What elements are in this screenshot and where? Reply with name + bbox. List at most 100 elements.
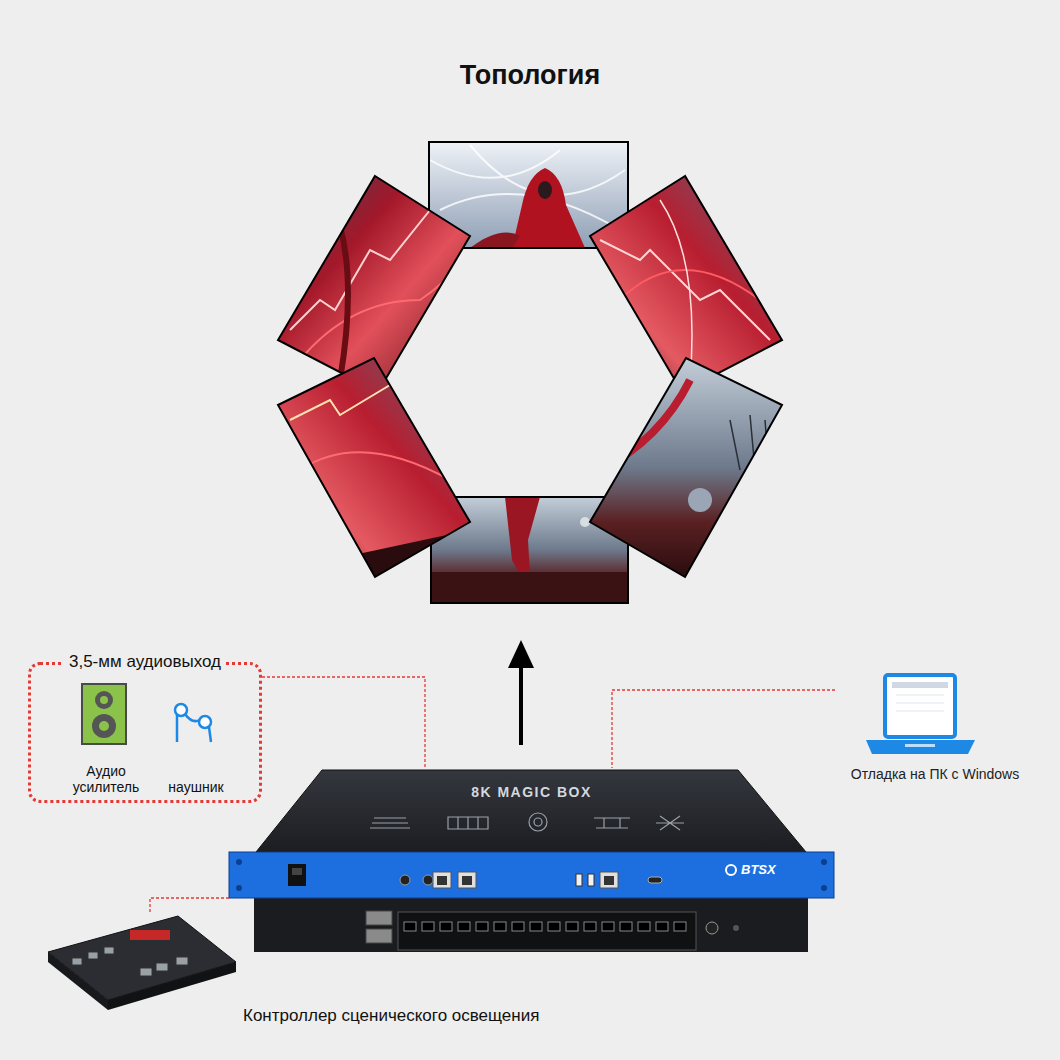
controller-port [156,963,168,971]
rj45-port [458,872,476,888]
rj45-port [600,872,618,888]
usb-port [588,874,594,886]
hdmi-port [440,922,452,931]
controller-port [88,952,98,959]
controller-front [108,962,236,1010]
controller-port [72,958,82,965]
top-icon [594,818,630,828]
tweeter-center [100,696,108,704]
laptop-screen [885,675,955,737]
arrow-shaft [519,664,523,745]
diagram-title: Топология [0,60,1060,91]
keyboard [905,744,935,747]
laptop-base [866,740,975,754]
screen-art [600,200,770,380]
rack-hole [821,885,827,891]
rack-hole [821,859,827,865]
figure-legs [505,497,540,575]
top-icons [370,813,684,831]
hdmi-port [602,922,614,931]
front-panel [229,852,834,898]
screen-art [600,380,768,512]
brand-logo-text: BTSX [741,862,776,877]
dashed-cable [612,690,835,768]
ground [431,572,628,603]
ui-line [896,711,944,712]
moon [580,517,590,527]
ui-line [896,695,944,696]
dc-jack [706,922,718,934]
switch-rocker [292,868,302,875]
item-label: Аудио усилитель [66,763,146,795]
screen-art [290,380,470,580]
speaker-body [82,684,126,744]
audio-jack [400,875,410,885]
audio-jack [423,875,433,885]
item-label: наушник [156,779,236,795]
earphone-icon [175,704,211,742]
arrow-head [508,640,534,668]
hdmi-port [422,922,434,931]
usb-c-port [648,877,662,883]
output-arrow [508,640,534,745]
hdmi-port [476,922,488,931]
controller-port [140,968,152,976]
cloak-fold [600,380,690,470]
woofer [92,714,116,738]
screen-panel [278,358,470,577]
lighting-controller: Контроллер сценического освещения [45,912,240,1004]
earphone-cord [177,714,211,742]
device-name: 8K MAGIC BOX [229,784,834,800]
video-wall [278,142,782,603]
controller-side [48,952,108,1010]
cloak [470,232,520,248]
ui-line [896,703,944,704]
dashed-cable [150,898,229,912]
lightning [660,200,692,380]
rj45-socket [604,876,614,885]
ground [330,530,470,580]
device-top [256,770,806,852]
lightning [600,240,770,340]
top-icon [656,816,684,830]
group-heading: 3,5-мм аудиовыход [64,652,226,672]
top-icon [529,813,547,831]
hdmi-port [530,922,542,931]
controller-top [48,916,236,1000]
hdmi-ports [404,922,686,931]
device-label: Отладка на ПК с Windows [835,766,1035,783]
controller-badge [130,930,170,940]
window-bar [892,682,948,688]
top-icon [448,817,488,829]
video-processor [229,770,834,952]
hdmi-port [566,922,578,931]
usb-port [576,874,582,886]
laptop-icon [866,675,975,754]
rack-hole [236,859,242,865]
dashed-cable [262,677,425,768]
lightning [300,452,450,480]
hdmi-port [512,922,524,931]
controller-port [176,957,188,965]
device-label: Контроллер сценического освещения [243,1006,539,1026]
screen-panel [590,358,782,577]
device-rear-body [254,898,808,952]
rock [688,488,712,512]
amplifier-item: Аудио усилитель [66,685,146,797]
sfp-port [366,911,392,925]
power-switch [288,864,306,886]
controller-ports [72,947,188,976]
ground-screw [733,925,739,931]
rj45-socket [462,876,472,885]
hdmi-port [584,922,596,931]
lightning [300,250,470,360]
hood-face [538,181,552,199]
hdmi-frame [398,912,696,950]
rj45-port [433,872,451,888]
hdmi-port [674,922,686,931]
rack-hole [236,885,242,891]
audio-output-group: 3,5-мм аудиовыходАудио усилительнаушник [28,662,262,803]
